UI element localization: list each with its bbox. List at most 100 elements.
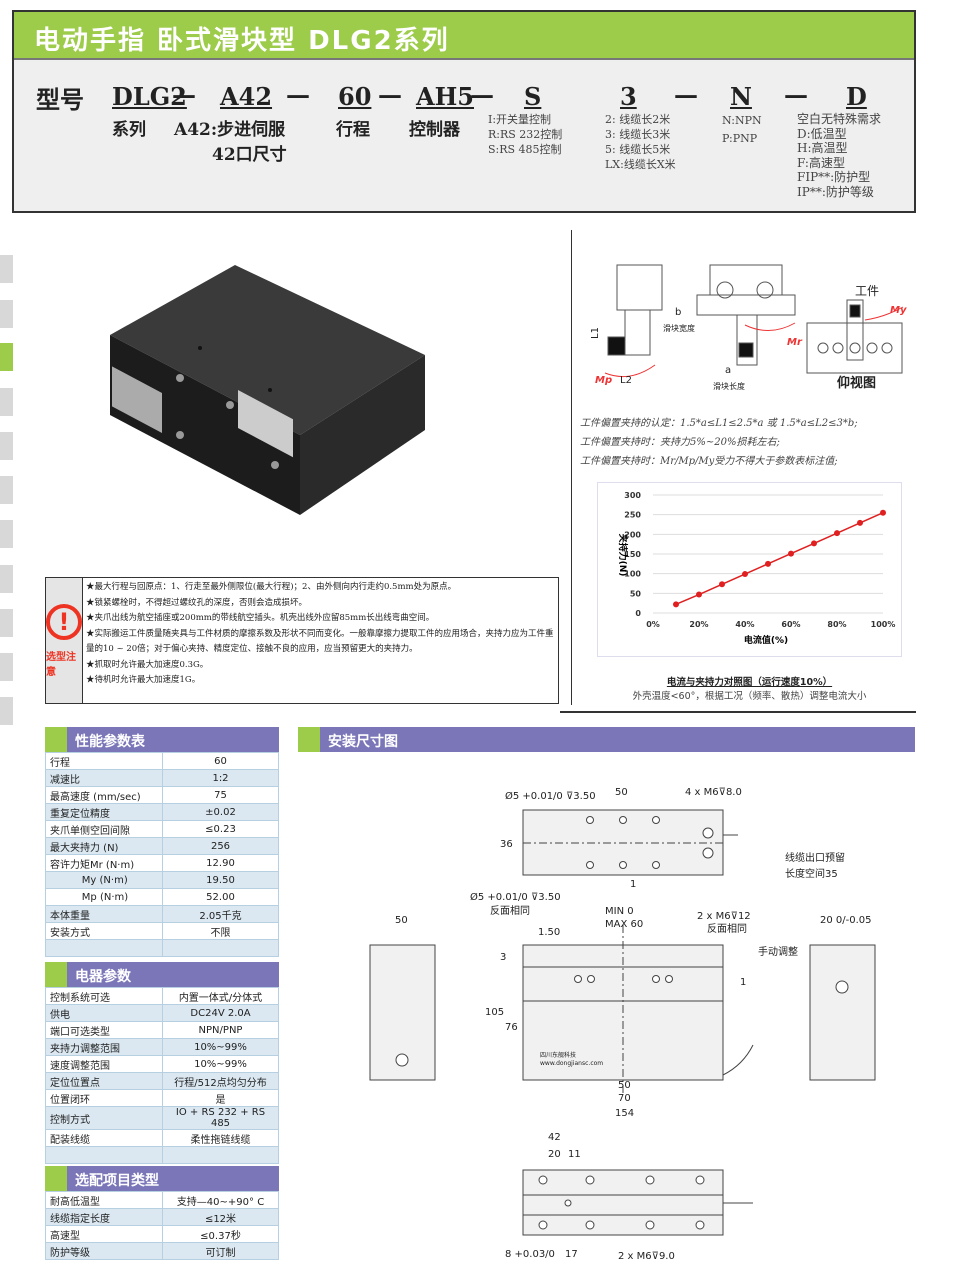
param-value: 12.90	[162, 854, 279, 872]
y-tick-label: 250	[624, 511, 641, 520]
y-tick-label: 0	[635, 609, 641, 618]
data-point	[834, 530, 840, 537]
param-name: 高速型	[45, 1225, 163, 1243]
side-tab[interactable]	[0, 697, 13, 725]
y-tick-label: 50	[630, 589, 642, 598]
y-tick-label: 100	[624, 570, 641, 579]
param-name: 线缆指定长度	[45, 1208, 163, 1226]
label-L1: L1	[590, 327, 601, 339]
notice-item: ★夹爪出线为航空插座或200mm的带线航空插头。机壳出线外应留85mm长出线弯曲…	[86, 613, 435, 623]
param-value: 1:2	[162, 769, 279, 787]
param-value: ≤0.23	[162, 820, 279, 838]
param-name	[45, 1146, 163, 1164]
options-title: 选配项目类型	[45, 1166, 279, 1191]
data-point	[811, 540, 817, 547]
side-tab[interactable]	[0, 476, 13, 504]
x-tick-label: 100%	[871, 620, 896, 629]
table-row: 高速型≤0.37秒	[45, 1225, 279, 1243]
series-line	[675, 512, 884, 606]
table-row: 定位位置点行程/512点均匀分布	[45, 1072, 279, 1090]
dim-42: 42	[548, 1132, 561, 1143]
label-b: b	[675, 307, 681, 318]
side-tab[interactable]	[0, 520, 13, 548]
manual-adjust-label: 手动调整	[758, 945, 798, 958]
table-row	[45, 1146, 279, 1164]
electrical-title: 电器参数	[45, 962, 279, 987]
y-axis-label: 夹持力(N)	[617, 534, 629, 577]
dim-top-hole: Ø5 +0.01/0 ⊽3.50	[505, 790, 596, 802]
dim-bottom-m6: 2 x M6⊽9.0	[618, 1251, 675, 1262]
param-value: 内置一体式/分体式	[162, 987, 279, 1005]
side-tab[interactable]	[0, 432, 13, 460]
param-name: 最高速度 (mm/sec)	[45, 786, 163, 804]
label-My: My	[890, 305, 907, 316]
param-value	[162, 939, 279, 957]
offset-notes: 工件偏置夹持的认定：1.5*a≤L1≤2.5*a 或 1.5*a≤L2≤3*b;…	[580, 418, 858, 467]
model-motor: A42	[220, 82, 273, 111]
model-code-panel: 电动手指 卧式滑块型 DLG2系列 型号 DLG2 — A42 — 60 — A…	[12, 10, 916, 213]
param-value: 不限	[162, 922, 279, 940]
param-value: 柔性拖链线缆	[162, 1129, 279, 1147]
param-name: 速度调整范围	[45, 1055, 163, 1073]
param-value: 19.50	[162, 871, 279, 889]
stroke-label: 行程	[336, 120, 370, 140]
param-name: 防护等级	[45, 1242, 163, 1260]
side-tab[interactable]	[0, 609, 13, 637]
param-name: 控制方式	[45, 1106, 163, 1130]
dim-top-50: 50	[615, 787, 628, 798]
dash: —	[674, 80, 698, 109]
param-value: ±0.02	[162, 803, 279, 821]
model-option: D	[846, 82, 867, 111]
param-value: DC24V 2.0A	[162, 1004, 279, 1022]
param-value: ≤0.37秒	[162, 1225, 279, 1243]
side-tab[interactable]	[0, 255, 13, 283]
param-value: 支持—40~+90° C	[162, 1191, 279, 1209]
label-a: a	[725, 365, 731, 376]
dim-front-hole: Ø5 +0.01/0 ⊽3.50	[470, 891, 561, 903]
param-name: 最大夹持力 (N)	[45, 837, 163, 855]
table-row: 夹爪单侧空回间隙≤0.23	[45, 820, 279, 838]
param-name: 控制系统可选	[45, 987, 163, 1005]
dim-min: MIN 0	[605, 906, 634, 917]
data-point	[719, 581, 725, 588]
dash: —	[470, 80, 494, 109]
table-row: 线缆指定长度≤12米	[45, 1208, 279, 1226]
table-row	[45, 939, 279, 957]
notice-item: ★抓取时允许最大加速度0.3G。	[86, 659, 209, 670]
param-value: 可订制	[162, 1242, 279, 1260]
data-point	[857, 519, 863, 526]
dim-top-36: 36	[500, 839, 513, 850]
dim-side-tol: 20 0/-0.05	[820, 915, 872, 926]
model-io: N	[730, 82, 752, 111]
data-point	[765, 560, 771, 567]
param-value: 256	[162, 837, 279, 855]
side-tab[interactable]	[0, 565, 13, 593]
side-tab[interactable]	[0, 653, 13, 681]
dim-bot-50: 50	[618, 1080, 631, 1091]
chart-subtitle: 外壳温度<60°，根据工况（频率、散热）调整电流大小	[632, 691, 867, 702]
divider	[560, 711, 916, 713]
table-row: 位置闭环是	[45, 1089, 279, 1107]
param-name: 夹持力调整范围	[45, 1038, 163, 1056]
param-name: 定位位置点	[45, 1072, 163, 1090]
data-point	[880, 509, 886, 516]
side-tab[interactable]	[0, 300, 13, 328]
param-name: Mp (N·m)	[45, 888, 163, 906]
model-cable: 3	[620, 82, 637, 111]
param-name: 端口可选类型	[45, 1021, 163, 1039]
side-tab[interactable]	[0, 388, 13, 416]
data-point	[788, 550, 794, 557]
dim-top-1: 1	[630, 879, 636, 890]
table-row: 重复定位精度±0.02	[45, 803, 279, 821]
chart-title: 电流与夹持力对照图（运行速度10%）	[666, 677, 833, 688]
side-tab-active[interactable]	[0, 343, 13, 371]
model-comm: S	[524, 82, 542, 111]
